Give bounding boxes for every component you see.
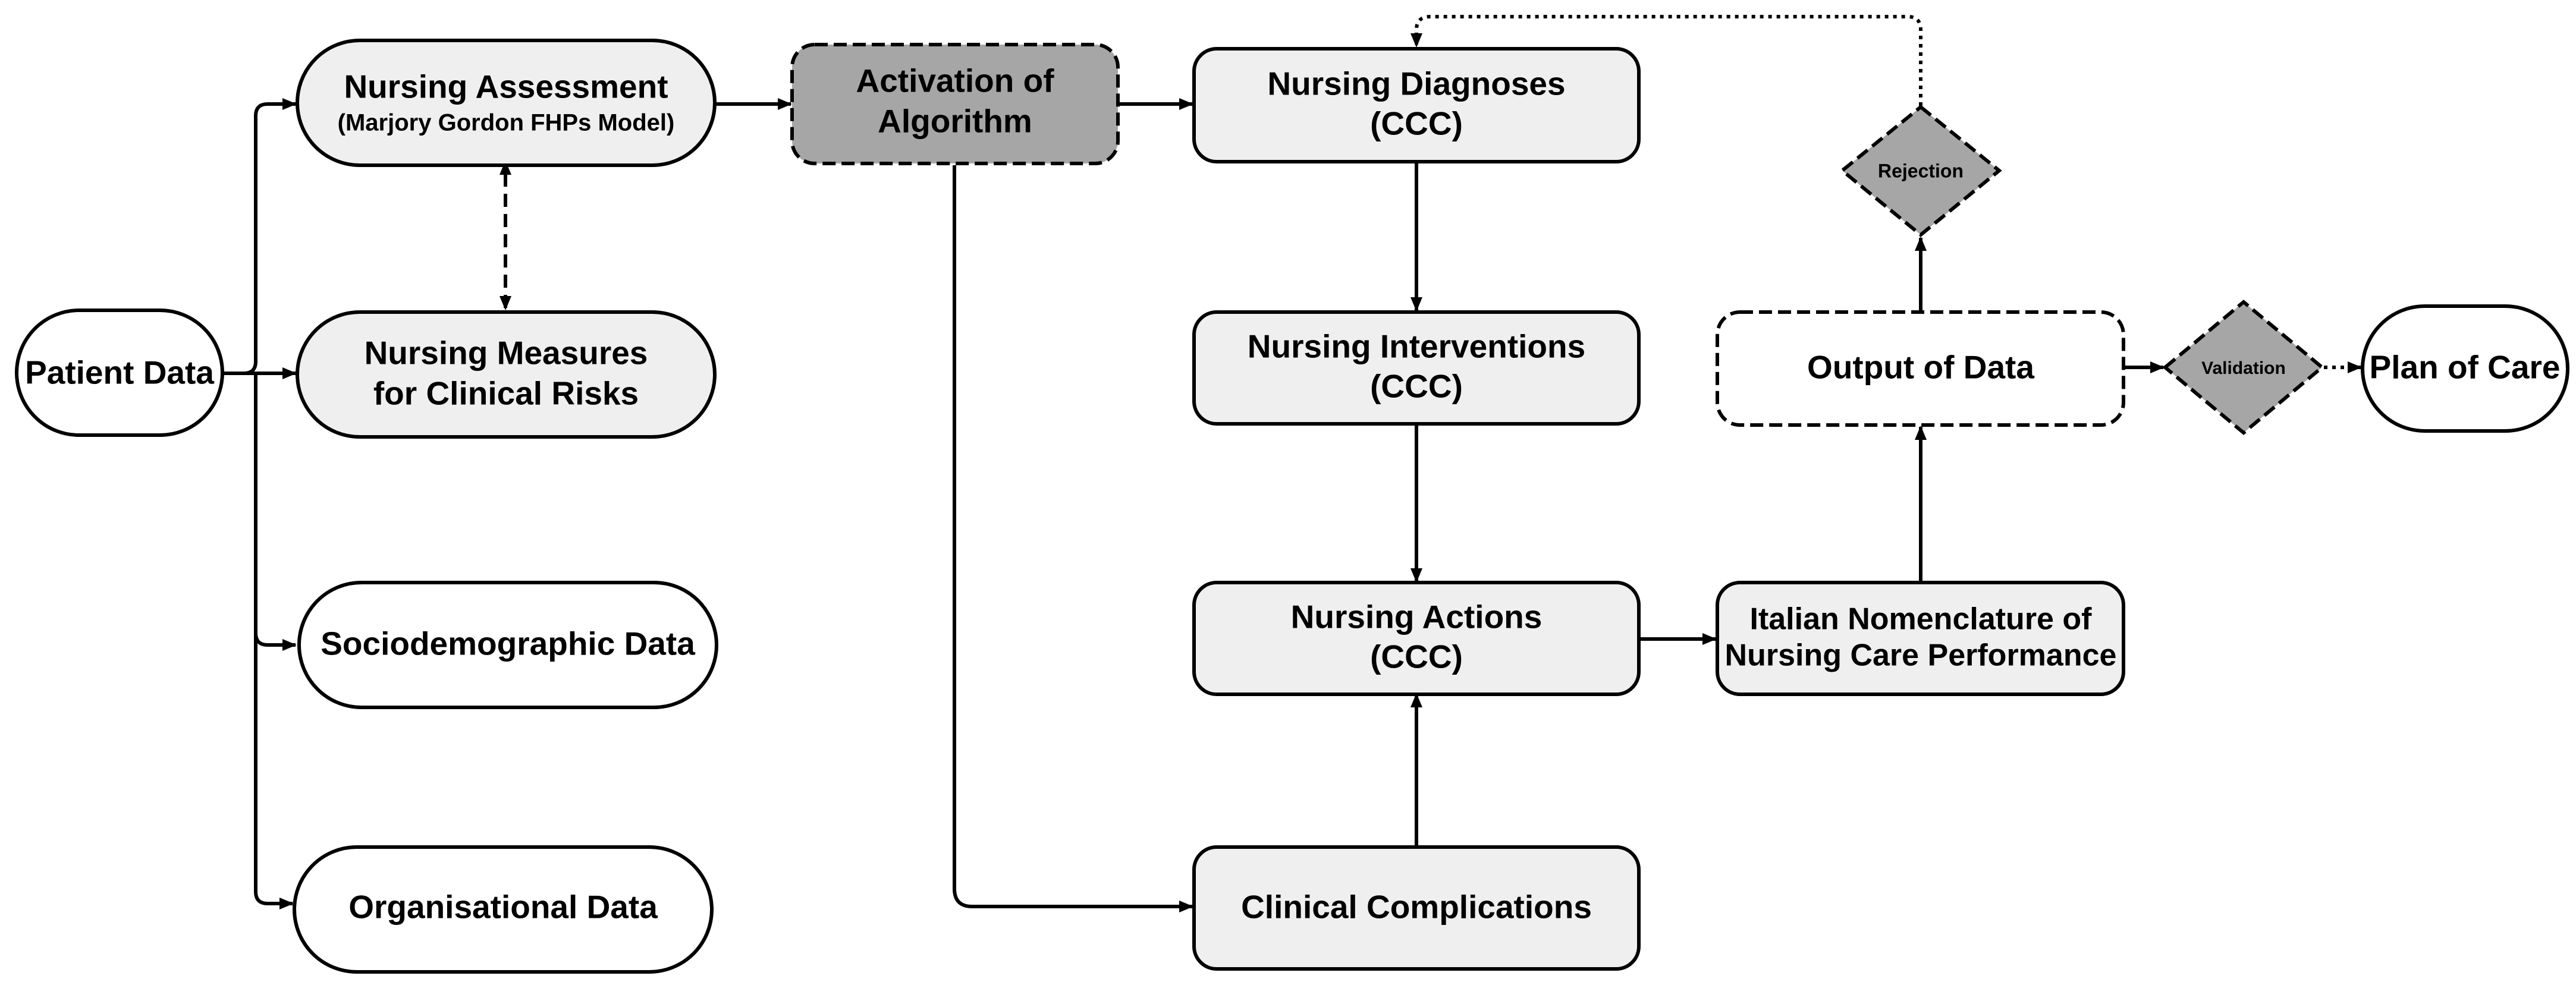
italian-line2: Nursing Care Performance (1725, 638, 2117, 673)
organisational-label: Organisational Data (348, 889, 658, 926)
actions-line1: Nursing Actions (1291, 599, 1543, 635)
connectors (223, 15, 2362, 912)
plan-of-care-label: Plan of Care (2370, 349, 2561, 386)
connector-patient-to-assessment (223, 98, 297, 375)
nursing-assessment-subtitle: (Marjory Gordon FHPs Model) (338, 110, 675, 136)
activation-line1: Activation of (856, 62, 1054, 99)
interventions-line2: (CCC) (1370, 368, 1463, 405)
node-output-of-data: Output of Data (1716, 310, 2125, 427)
node-activation-of-algorithm: Activation of Algorithm (790, 43, 1120, 165)
interventions-line1: Nursing Interventions (1248, 328, 1585, 365)
connector-patient-to-organisational (254, 633, 294, 909)
nursing-assessment-title: Nursing Assessment (344, 68, 668, 105)
node-clinical-complications: Clinical Complications (1192, 845, 1641, 971)
node-plan-of-care: Plan of Care (2361, 304, 2569, 433)
diagnoses-line1: Nursing Diagnoses (1267, 65, 1565, 102)
rejection-label: Rejection (1878, 160, 1964, 181)
node-nursing-interventions: Nursing Interventions (CCC) (1192, 310, 1641, 426)
output-label: Output of Data (1807, 349, 2034, 386)
node-nursing-diagnoses: Nursing Diagnoses (CCC) (1192, 47, 1641, 163)
nursing-measures-line2: for Clinical Risks (373, 375, 639, 412)
node-nursing-measures: Nursing Measures for Clinical Risks (296, 310, 717, 439)
actions-line2: (CCC) (1370, 638, 1463, 675)
node-sociodemographic-data: Sociodemographic Data (297, 581, 718, 709)
connector-activation-to-complications (953, 165, 1193, 912)
node-nursing-actions: Nursing Actions (CCC) (1192, 581, 1641, 696)
complications-label: Clinical Complications (1241, 889, 1592, 926)
validation-label: Validation (2201, 358, 2286, 378)
diagnoses-line2: (CCC) (1370, 105, 1463, 142)
patient-data-label: Patient Data (25, 354, 214, 391)
connector-patient-to-sociodemographic (254, 373, 297, 651)
node-italian-nomenclature: Italian Nomenclature of Nursing Care Per… (1716, 581, 2125, 696)
connector-rejection-to-diagnoses (1410, 15, 1922, 106)
activation-line2: Algorithm (878, 103, 1032, 140)
node-nursing-assessment: Nursing Assessment (Marjory Gordon FHPs … (296, 39, 717, 167)
node-patient-data: Patient Data (15, 309, 224, 437)
node-validation: Validation (2162, 300, 2325, 435)
node-rejection: Rejection (1839, 105, 2002, 237)
italian-line1: Italian Nomenclature of (1750, 602, 2093, 637)
node-organisational-data: Organisational Data (293, 845, 714, 974)
nursing-measures-line1: Nursing Measures (365, 335, 648, 372)
sociodemographic-label: Sociodemographic Data (321, 625, 695, 662)
